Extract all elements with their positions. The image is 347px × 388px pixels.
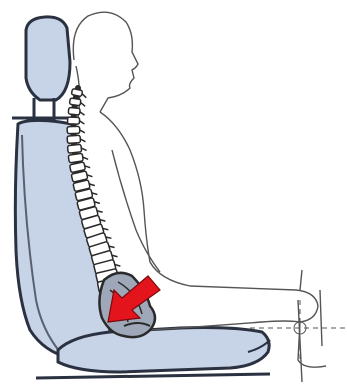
vertebra: [67, 135, 80, 143]
vertebra: [68, 107, 80, 115]
vertebra: [67, 144, 81, 153]
headrest: [26, 17, 70, 122]
vertebra: [68, 153, 83, 163]
vertebra: [67, 126, 80, 133]
spinous-process: [80, 103, 85, 107]
vertebra: [67, 117, 79, 124]
vertebra: [69, 98, 81, 106]
vertebra: [71, 89, 82, 97]
